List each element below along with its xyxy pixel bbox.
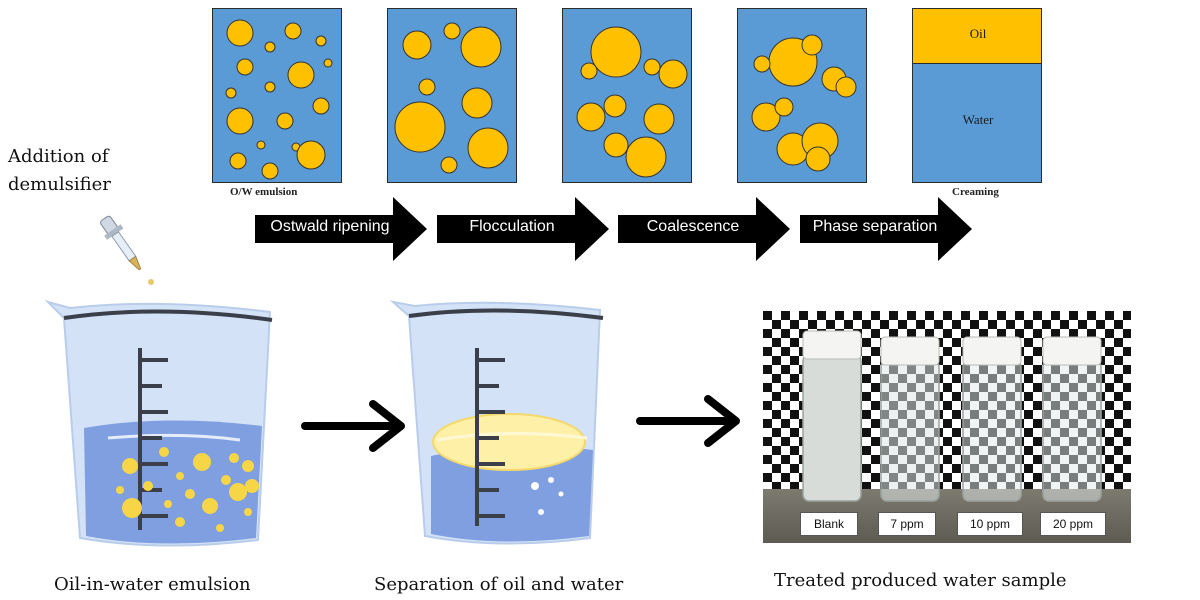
arrow-shape [800,197,972,261]
sample-photo-title: Treated produced water sample [774,570,1067,591]
stage-panel-ow-emulsion [212,8,342,183]
arrow-shape [255,197,427,261]
sample-photo-art [763,311,1131,543]
oil-phase-label: Oil [969,26,987,41]
droplets-dispersed [225,19,333,180]
emulsion-beaker-label: Oil-in-water emulsion [54,574,251,595]
sample-photo [763,311,1131,543]
separated-beaker-label: Separation of oil and water [374,574,624,595]
droplets-coalesced [751,34,857,172]
dropper-icon [100,215,154,285]
process-label-phase-separation: Phase separation [812,218,938,235]
arrow-shape [618,197,790,261]
vial-label-20ppm: 20 ppm [1040,512,1106,536]
stage-caption-ow-emulsion: O/W emulsion [230,186,298,198]
vial-label-blank: Blank [800,512,858,536]
stage-panel-flocculation [562,8,692,183]
droplets-flocculated [576,26,688,178]
transition-arrow-1 [301,400,405,452]
stage-panel-coalescence [737,8,867,183]
oil-layer [913,9,1041,64]
stage-panel-ostwald [387,8,517,183]
process-arrow-ostwald: Ostwald ripening [255,197,427,261]
process-arrow-coalescence: Coalescence [618,197,790,261]
stage-caption-creaming: Creaming [952,186,999,198]
beaker-emulsion [44,300,273,547]
process-arrow-flocculation: Flocculation [437,197,609,261]
beaker-separated [389,300,604,545]
process-arrow-phase-separation: Phase separation [800,197,972,261]
droplets-ripened [394,22,509,174]
process-label-coalescence: Coalescence [646,218,740,235]
water-phase-label: Water [962,112,994,127]
arrow-shape [437,197,609,261]
transition-arrow-2 [636,395,740,447]
stage-panel-creaming: Oil Water [912,8,1042,183]
demulsifier-label-line1: Addition of [8,146,109,167]
process-label-flocculation: Flocculation [469,218,555,235]
vial-label-7ppm: 7 ppm [878,512,936,536]
demulsifier-label-line2: demulsifier [8,174,111,195]
process-label-ostwald: Ostwald ripening [270,218,390,235]
vial-label-10ppm: 10 ppm [957,512,1023,536]
